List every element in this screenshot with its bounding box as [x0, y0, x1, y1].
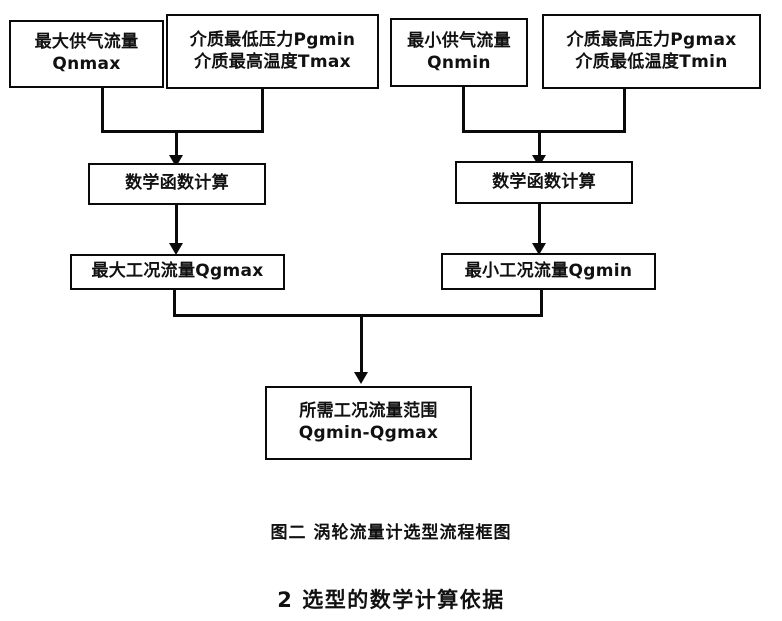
connector-left-merge-bar [101, 130, 264, 133]
node-input-max-flow-line-1: 最大供气流量 [34, 32, 139, 53]
arrowhead-result-max [169, 243, 183, 255]
node-input-max-pressure-min-temp: 介质最高压力Pgmax 介质最低温度Tmin [542, 14, 761, 89]
node-final-range-line-1: 所需工况流量范围 [299, 401, 438, 422]
arrowhead-final-range [354, 372, 368, 384]
node-input-min-pressure-max-temp-line-1: 介质最低压力Pgmin [189, 29, 356, 50]
node-result-min-label: 最小工况流量Qgmin [464, 260, 633, 281]
node-calc-right: 数学函数计算 [455, 161, 633, 204]
node-input-min-flow: 最小供气流量 Qnmin [390, 18, 528, 87]
connector-right-merge-to-calc [538, 130, 541, 160]
node-input-min-pressure-max-temp-line-2: 介质最高温度Tmax [194, 51, 351, 72]
node-input-min-pressure-max-temp: 介质最低压力Pgmin 介质最高温度Tmax [166, 14, 379, 89]
node-result-max-label: 最大工况流量Qgmax [91, 261, 264, 282]
node-input-max-pressure-min-temp-line-2: 介质最低温度Tmin [575, 51, 728, 72]
node-calc-left-label: 数学函数计算 [125, 173, 229, 194]
node-calc-right-label: 数学函数计算 [492, 171, 596, 192]
connector-right-merge-bar [462, 130, 626, 133]
connector-final-merge-to-output [360, 314, 363, 376]
node-input-max-pressure-min-temp-line-1: 介质最高压力Pgmax [566, 29, 737, 50]
node-input-max-flow: 最大供气流量 Qnmax [9, 20, 164, 88]
connector-calc-right-to-result [538, 204, 541, 248]
connector-result-max-down [173, 290, 176, 316]
node-final-range-line-2: Qgmin-Qgmax [298, 423, 439, 443]
connector-final-merge-bar [173, 314, 543, 317]
node-input-min-flow-line-1: 最小供气流量 [407, 30, 511, 51]
connector-left-merge-to-calc [175, 130, 178, 160]
connector-input-min-pressure-max-temp-down [261, 89, 264, 132]
connector-input-min-flow-down [462, 87, 465, 132]
node-result-min: 最小工况流量Qgmin [441, 253, 656, 290]
node-final-range: 所需工况流量范围 Qgmin-Qgmax [265, 386, 472, 460]
section-heading: 2 选型的数学计算依据 [277, 588, 505, 612]
connector-input-max-flow-down [101, 88, 104, 132]
connector-input-max-pressure-min-temp-down [623, 89, 626, 132]
connector-result-min-down [540, 290, 543, 316]
node-input-min-flow-line-2: Qnmin [427, 52, 491, 73]
figure-caption: 图二 涡轮流量计选型流程框图 [270, 523, 512, 543]
node-input-max-flow-line-2: Qnmax [52, 54, 121, 74]
connector-calc-left-to-result [175, 205, 178, 248]
arrowhead-result-min [532, 243, 546, 255]
node-result-max: 最大工况流量Qgmax [70, 254, 285, 290]
node-calc-left: 数学函数计算 [88, 163, 266, 205]
